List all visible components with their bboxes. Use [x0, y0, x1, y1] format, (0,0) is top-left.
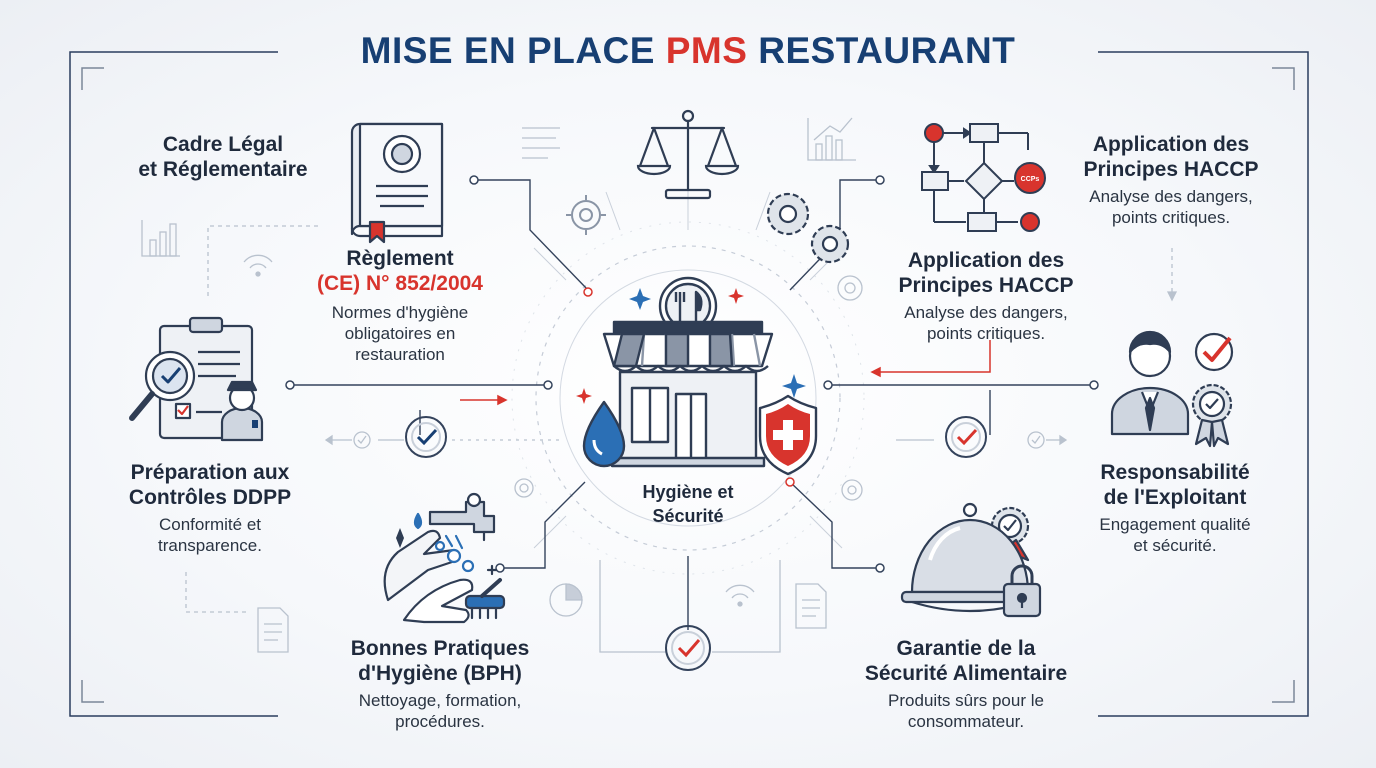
page-title: MISE EN PLACE PMS RESTAURANT: [0, 30, 1376, 72]
title-part-pms: PMS: [665, 30, 748, 71]
gears-icon: [766, 192, 850, 264]
ddpp-desc-line2: transparence.: [158, 536, 262, 555]
securite-title-line2: Sécurité Alimentaire: [864, 662, 1068, 685]
haccp-top-title-line2: Principes HACCP: [1083, 158, 1259, 181]
restaurant-hygiene-icon: [582, 276, 818, 476]
title-part-restaurant: RESTAURANT: [758, 30, 1016, 71]
check-circle-icons: [405, 416, 987, 671]
sparkle-icons: [576, 288, 806, 404]
block-reglement: Règlement (CE) N° 852/2004 Normes d'hygi…: [280, 246, 520, 365]
securite-title-line1: Garantie de la: [896, 637, 1036, 660]
cadre-legal-title-line2: et Réglementaire: [138, 158, 308, 181]
haccp-top-desc-line1: Analyse des dangers,: [1089, 187, 1253, 206]
haccp-mid-title-line2: Principes HACCP: [898, 274, 1074, 297]
center-rings: [511, 221, 865, 575]
responsabilite-desc-line2: et sécurité.: [1133, 536, 1217, 555]
ddpp-title-line1: Préparation aux: [130, 461, 290, 484]
haccp-top-desc-line2: points critiques.: [1111, 208, 1231, 227]
block-haccp-mid: Application des Principes HACCP Analyse …: [866, 248, 1106, 344]
ccp-label: CCPs: [1021, 176, 1040, 183]
reglement-desc-line1: Normes d'hygiène: [331, 303, 469, 322]
reglement-desc-line3: restauration: [355, 345, 445, 364]
food-cloche-lock-icon: [900, 502, 1042, 618]
responsabilite-title-line1: Responsabilité: [1100, 461, 1250, 484]
ddpp-title-line2: Contrôles DDPP: [128, 486, 292, 509]
red-arrows: [460, 340, 991, 406]
connector-dots: [285, 175, 1099, 573]
responsabilite-desc-line1: Engagement qualité: [1099, 515, 1251, 534]
reglement-title-line2: (CE) N° 852/2004: [317, 272, 483, 295]
bph-desc-line2: procédures.: [395, 712, 485, 731]
cadre-legal-title-line1: Cadre Légal: [162, 133, 284, 156]
bph-title-line2: d'Hygiène (BPH): [358, 662, 522, 685]
title-part-mise-en-place: MISE EN PLACE: [360, 30, 655, 71]
block-responsabilite: Responsabilité de l'Exploitant Engagemen…: [1050, 460, 1300, 556]
haccp-mid-desc-line2: points critiques.: [926, 324, 1046, 343]
block-ddpp: Préparation aux Contrôles DDPP Conformit…: [90, 460, 330, 556]
block-cadre-legal: Cadre Légal et Réglementaire: [108, 132, 338, 182]
block-haccp-top: Application des Principes HACCP Analyse …: [1046, 132, 1296, 228]
center-label: Hygiène et Sécurité: [608, 480, 768, 528]
balance-scale-icon: [636, 109, 740, 200]
reglement-desc-line2: obligatoires en: [344, 324, 456, 343]
manager-badge-icon: [1110, 330, 1234, 448]
reglement-title-line1: Règlement: [346, 247, 454, 270]
haccp-mid-title-line1: Application des: [907, 249, 1065, 272]
block-bph: Bonnes Pratiques d'Hygiène (BPH) Nettoya…: [320, 636, 560, 732]
responsabilite-title-line2: de l'Exploitant: [1103, 486, 1247, 509]
gear-icon: [566, 195, 606, 235]
faded-decor: [141, 117, 1178, 653]
center-label-line2: Sécurité: [652, 506, 724, 526]
block-securite-alimentaire: Garantie de la Sécurité Alimentaire Prod…: [836, 636, 1096, 732]
hand-washing-icon: [383, 492, 506, 624]
haccp-flowchart-icon: [921, 123, 1046, 232]
regulation-book-icon: [350, 122, 444, 244]
securite-desc-line1: Produits sûrs pour le: [888, 691, 1044, 710]
securite-desc-line2: consommateur.: [907, 712, 1025, 731]
corner-brackets: [81, 67, 1295, 703]
haccp-mid-desc-line1: Analyse des dangers,: [904, 303, 1068, 322]
ddpp-desc-line1: Conformité et: [158, 515, 262, 534]
haccp-top-title-line1: Application des: [1092, 133, 1250, 156]
connector-lines: [290, 179, 1094, 630]
center-label-line1: Hygiène et: [642, 482, 734, 502]
inspection-clipboard-icon: [129, 316, 264, 442]
bph-title-line1: Bonnes Pratiques: [350, 637, 530, 660]
bph-desc-line1: Nettoyage, formation,: [358, 691, 522, 710]
outer-frame: [69, 51, 1309, 717]
